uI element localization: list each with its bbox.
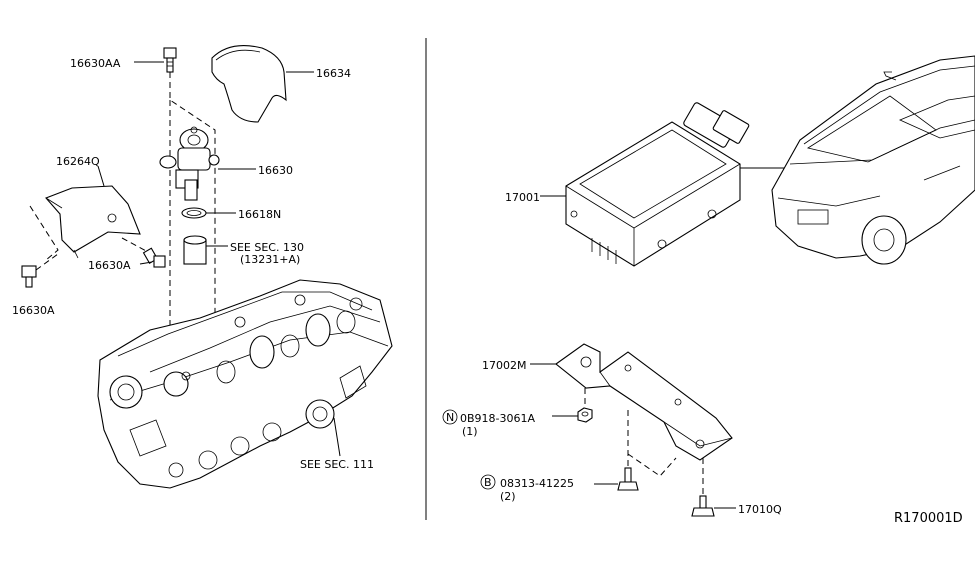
bolt-16630a-left <box>21 265 37 288</box>
nut-symbol: N <box>446 411 454 424</box>
nut-symbol-circle <box>442 409 458 425</box>
bracket-16264q <box>45 185 141 259</box>
label-bolt-qty: (2) <box>500 490 516 503</box>
o-ring-16618n <box>181 207 207 219</box>
label-17002m: 17002M <box>482 359 526 372</box>
label-see-sec-111: SEE SEC. 111 <box>300 458 374 471</box>
bolt-08313-41225 <box>617 467 639 491</box>
vehicle-illustration <box>771 55 975 265</box>
label-bolt-part: 08313-41225 <box>500 477 574 490</box>
label-16630: 16630 <box>258 164 293 177</box>
label-16630a-left: 16630A <box>12 304 55 317</box>
bracket-17002m <box>555 343 733 461</box>
label-see-sec-130: SEE SEC. 130 <box>230 241 304 254</box>
label-16634: 16634 <box>316 67 351 80</box>
bolt-17010q <box>691 495 715 517</box>
bolt-symbol: B <box>484 476 492 489</box>
control-unit-17001 <box>565 102 750 267</box>
label-16618n: 16618N <box>238 208 281 221</box>
label-16630aa: 16630AA <box>70 57 121 70</box>
diagram-id: R170001D <box>894 511 963 526</box>
nut-0b918-3061a <box>577 407 593 423</box>
bolt-16630a-right <box>142 247 166 268</box>
label-nut-qty: (1) <box>462 425 478 438</box>
bolt-symbol-circle <box>480 474 496 490</box>
label-17001: 17001 <box>505 191 540 204</box>
cylinder-head <box>97 279 393 489</box>
label-16264q: 16264Q <box>56 155 100 168</box>
label-16630a-right: 16630A <box>88 259 131 272</box>
bolt-16630aa <box>163 47 177 73</box>
label-nut-part: 0B918-3061A <box>460 412 536 425</box>
label-see-sec-130-sub: (13231+A) <box>240 253 300 266</box>
fuel-pump-16630 <box>159 126 220 201</box>
label-17010q: 17010Q <box>738 503 782 516</box>
cover-16634 <box>211 45 287 123</box>
lifter-part <box>183 235 207 265</box>
